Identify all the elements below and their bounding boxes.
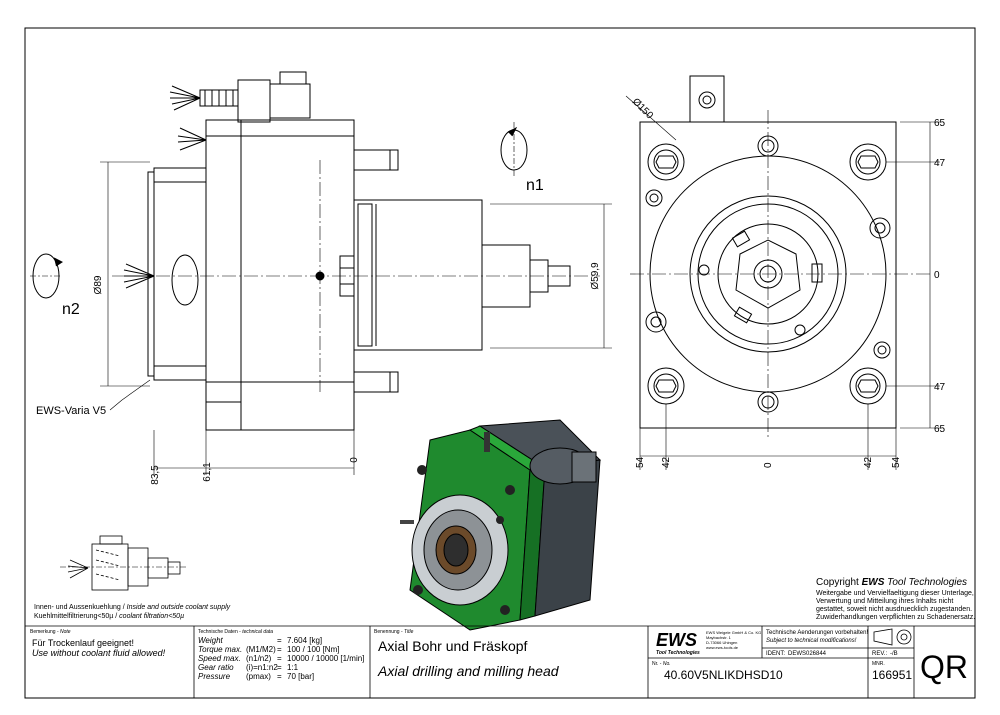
dim-bottom-42-right: 42 [863,456,874,468]
ident-label: IDENT: [766,651,785,657]
tech-row-eq: = [277,645,282,654]
tech-row-label: Weight [198,636,224,645]
iso-view [400,419,602,631]
coolant-sketch [60,535,186,591]
ews-logo: EWS Tool Technologies [654,630,702,656]
rev-label: REV.: [872,651,887,657]
bolt-bottom-left [647,367,685,405]
tech-row-eq: = [277,654,282,663]
dim-side-zero: 0 [349,457,360,463]
tech-row-label: Torque max. [198,645,242,654]
tech-row-eq: = [277,672,282,681]
rotation-label-n2: n2 [62,301,80,318]
copyright-line-1: Weitergabe und Vervielfaeltigung dieser … [816,590,974,597]
company-line-1: EWS Weigele GmbH & Co. KG [706,630,761,635]
label-ews-varia: EWS-Varia V5 [36,405,106,417]
tech-row-value: 7.604 [kg] [287,636,322,645]
note-de: Für Trockenlauf geeignet! [32,638,134,648]
dim-right-zero: 0 [934,270,940,281]
coolant-note-2: Kuehlmittelfiltrierung<50µ / coolant fil… [34,613,184,620]
rev-value: -/B [890,651,898,657]
tech-row-value: 1:1 [287,663,299,672]
tech-row-value: 100 / 100 [Nm] [287,645,339,654]
dim-d150: Ø150 [630,96,655,121]
dim-61-1: 61,1 [202,462,213,482]
mnr-value: 166951 [872,668,912,682]
logo-subtext: Tool Technologies [656,650,700,656]
copyright-heading: Copyright EWS Tool Technologies [816,577,967,588]
nr-value: 40.60V5NLIKDHSD10 [664,668,783,682]
copyright-line-3: gestattet, soweit nicht ausdruecklich zu… [816,606,972,613]
copyright-line-2: Verwertung und Mitteilung ihres Inhalts … [816,598,953,605]
tech-row-param: (n1/n2) [246,654,272,663]
bolt-bottom-right [849,367,887,405]
dim-bottom-zero: 0 [763,462,774,468]
title-en: Axial drilling and milling head [377,663,560,679]
dim-d89: Ø89 [93,275,104,294]
tech-header: Technische Daten - technical data [198,629,273,635]
svg-text:EWS: EWS [656,630,697,650]
copyright-line-4: Zuwiderhandlungen verpflichten zu Schade… [816,614,975,621]
note-header: Bemerkung - Note [30,629,71,635]
dim-d59-9: Ø59,9 [590,262,601,290]
tech-data-table: Weight = 7.604 [kg] Torque max. (M1/M2) … [198,636,364,681]
dim-right-65-bottom: 65 [934,424,946,435]
tech-row-value: 10000 / 10000 [1/min] [287,654,364,663]
front-view [625,75,940,470]
tech-row-value: 70 [bar] [287,672,314,681]
tech-row-param: (M1/M2) [246,645,276,654]
dim-bottom-42-left: 42 [661,456,672,468]
tech-row-label: Gear ratio [198,663,234,672]
company-line-4: www.ews-tools.de [706,645,739,650]
tech-row-param: (i)=n1:n2 [246,663,278,672]
company-line-3: D-73066 Uhingen [706,640,737,645]
dim-bottom-54-left: 54 [635,456,646,468]
coolant-note-1: Innen- und Aussenkuehlung / Inside and o… [34,604,231,611]
note-en: Use without coolant fluid allowed! [32,648,166,658]
changes-en: Subject to technical modifications! [766,638,857,644]
tech-row-param: (pmax) [246,672,271,681]
title-de: Axial Bohr und Fräskopf [378,638,528,654]
qr-mark: QR [920,649,968,685]
drawing-frame [24,27,976,699]
tech-row-eq: = [277,636,282,645]
ident-value: DEWS026844 [788,651,827,657]
nr-label: Nr. - No. [652,661,671,667]
company-line-2: Maybachstr. 1 [706,635,732,640]
dim-right-47-top: 47 [934,158,946,169]
tech-row-label: Speed max. [198,654,241,663]
mnr-label: MNR. [872,661,885,667]
title-header: Benennung - Title [374,629,414,635]
tech-row-label: Pressure [198,672,231,681]
side-view [30,71,612,475]
bolt-top-right [849,143,887,181]
rotation-label-n1: n1 [526,177,544,194]
title-block [25,625,975,698]
tech-row-eq: = [277,663,282,672]
bolt-top-left [647,143,685,181]
changes-de: Technische Aenderungen vorbehalten! [766,630,868,636]
dim-right-47-bottom: 47 [934,382,946,393]
dim-right-65-top: 65 [934,118,946,129]
dim-83-5: 83,5 [150,465,161,485]
dim-bottom-54-right: 54 [891,456,902,468]
